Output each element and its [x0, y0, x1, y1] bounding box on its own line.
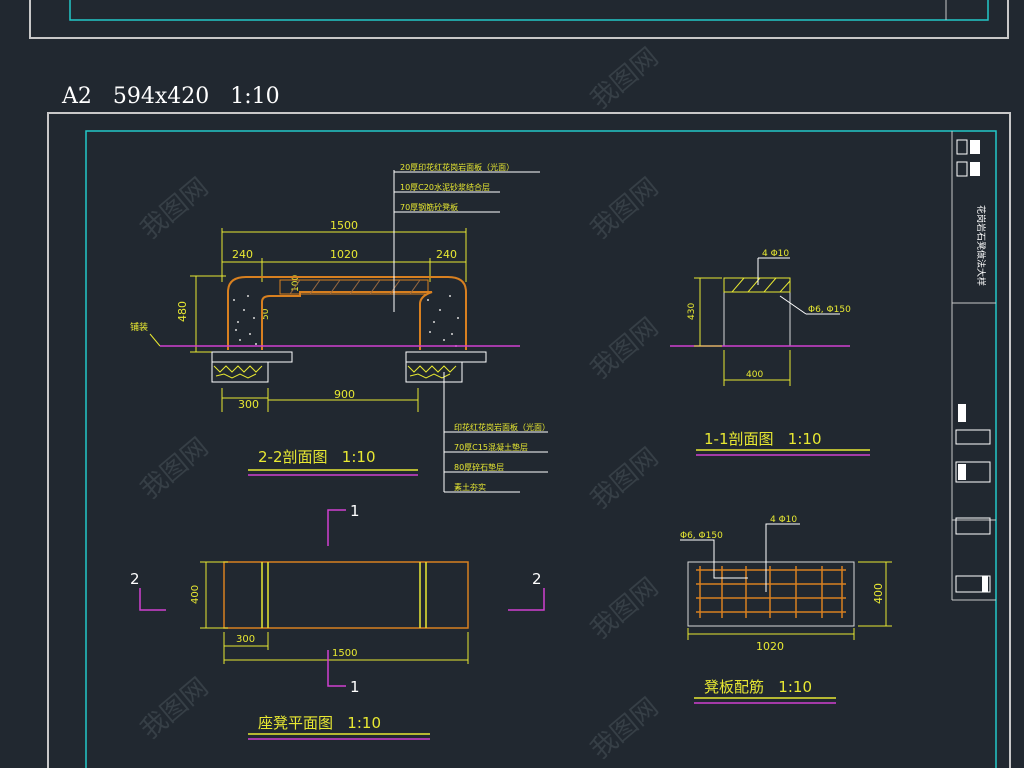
callout-bottom-1: 印花红花岗岩面板（光面）	[454, 422, 550, 432]
dim-2-2-total: 1500	[330, 219, 358, 232]
rebar-side-label: Φ6, Φ150	[808, 305, 851, 315]
dim-2-2-height: 480	[176, 301, 189, 322]
dim-2-2-gap: 900	[334, 388, 355, 401]
rebar-title: 凳板配筋 1:10	[704, 678, 812, 696]
dim-2-2-leg: 300	[238, 398, 259, 411]
cut-mark-left: 2	[130, 570, 140, 588]
svg-text:我图网: 我图网	[585, 172, 664, 245]
dim-plan-total: 1500	[332, 648, 357, 659]
svg-text:我图网: 我图网	[585, 692, 664, 765]
dim-2-2-right: 240	[436, 248, 457, 261]
callout-bottom-2: 70厚C15混凝土垫层	[454, 442, 528, 452]
dim-2-2-small: 50	[261, 308, 271, 320]
upper-sheet-frame	[29, 0, 1009, 39]
cut-mark-right: 2	[532, 570, 542, 588]
titleblock-vertical-text: 花岗岩石凳做法大样	[975, 205, 987, 286]
svg-text:我图网: 我图网	[585, 312, 664, 385]
svg-text:我图网: 我图网	[585, 572, 664, 645]
dim-1-1-width: 400	[746, 370, 763, 380]
rebar-top-label: 4 Φ10	[762, 249, 789, 259]
rebar-label-left: Φ6, Φ150	[680, 531, 723, 541]
ground-label: 铺装	[130, 321, 148, 333]
title-block: 花岗岩石凳做法大样	[951, 131, 996, 601]
dim-plan-leg: 300	[236, 634, 255, 645]
watermark-pattern: 我图网 我图网 我图网 我图网 我图网 我图网 我图网 我图网 我图网	[135, 42, 664, 765]
dim-rebar-width: 1020	[756, 640, 784, 653]
svg-text:我图网: 我图网	[135, 172, 214, 245]
svg-text:我图网: 我图网	[585, 42, 664, 115]
svg-text:我图网: 我图网	[135, 672, 214, 745]
dim-2-2-seat: 100	[291, 275, 301, 292]
dim-1-1-height: 430	[687, 303, 697, 320]
rebar-label-right: 4 Φ10	[770, 515, 797, 525]
section-2-2-title: 2-2剖面图 1:10	[258, 448, 376, 466]
cut-mark-top: 1	[350, 502, 360, 520]
rebar-view: Φ6, Φ150 4 Φ10 1020 400 凳板配筋 1:10	[680, 515, 892, 704]
callout-top-2: 10厚C20水泥砂浆结合层	[400, 182, 490, 192]
callout-top-1: 20厚印花红花岗岩面板（光面）	[400, 162, 514, 172]
dim-rebar-height: 400	[872, 583, 885, 604]
sheet-format-label: A2 594x420 1:10	[61, 84, 280, 109]
dim-2-2-mid: 1020	[330, 248, 358, 261]
callout-top-3: 70厚钢筋砼凳板	[400, 202, 458, 212]
section-1-1: 430 400 4 Φ10 Φ6, Φ150 1-1剖面图 1:10	[670, 249, 870, 456]
stone-texture	[233, 295, 459, 347]
svg-text:我图网: 我图网	[135, 432, 214, 505]
svg-text:我图网: 我图网	[585, 442, 664, 515]
callout-bottom-4: 素土夯实	[454, 482, 486, 492]
plan-view: 1 1 2 2 400 300 1500 座凳平面图 1:10	[130, 502, 545, 740]
dim-plan-width: 400	[190, 585, 201, 604]
cut-mark-bottom: 1	[350, 678, 360, 696]
section-1-1-title: 1-1剖面图 1:10	[704, 430, 822, 448]
main-sheet-frame	[47, 112, 1011, 768]
section-2-2: 1500 240 1020 240 300 900 480 100 50 铺装	[130, 162, 550, 493]
callout-bottom-3: 80厚碎石垫层	[454, 462, 504, 472]
plan-title: 座凳平面图 1:10	[258, 714, 381, 732]
dim-2-2-left: 240	[232, 248, 253, 261]
